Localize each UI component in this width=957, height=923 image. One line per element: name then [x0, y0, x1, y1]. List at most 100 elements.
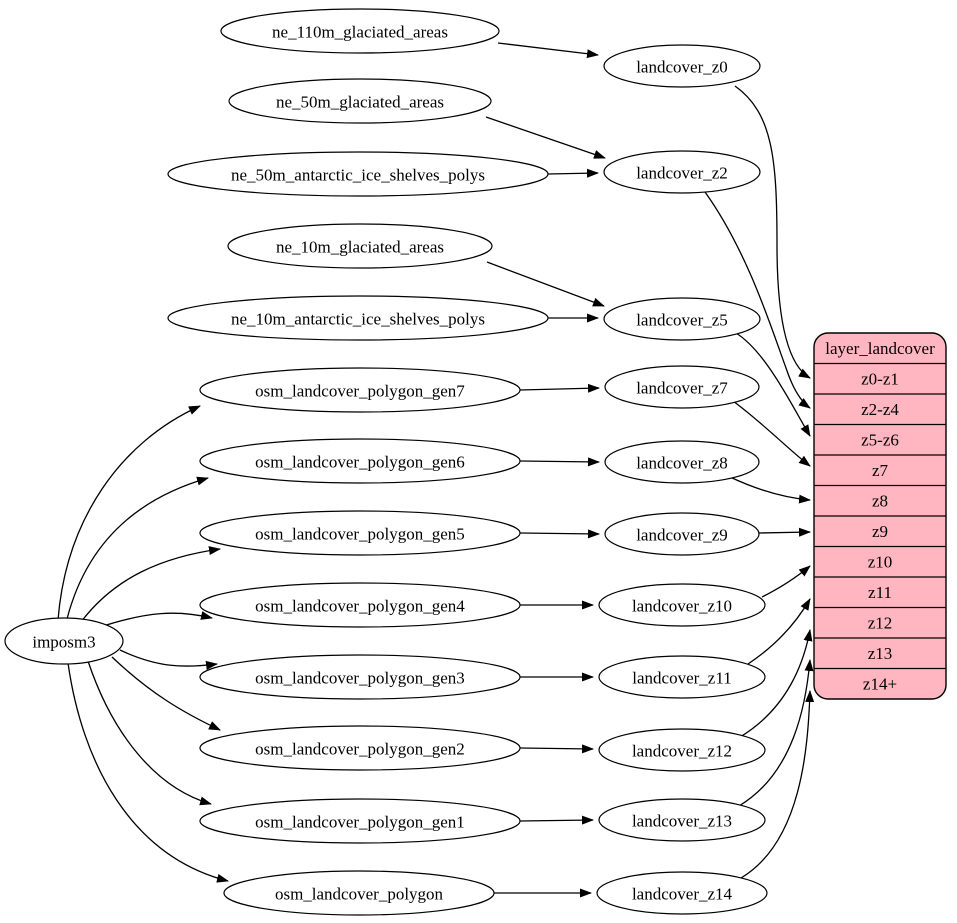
- stage-ellipse: [596, 871, 768, 915]
- stage-label: landcover_z14: [632, 885, 733, 904]
- source-label: osm_landcover_polygon_gen2: [255, 740, 465, 759]
- source-ellipse: [199, 582, 521, 628]
- stage-ellipse: [598, 728, 766, 772]
- node-osm-landcover-polygon-gen1: osm_landcover_polygon_gen1: [199, 798, 521, 844]
- node-imposm3: imposm3: [4, 617, 124, 665]
- stage-label: landcover_z10: [632, 597, 732, 616]
- edge-osm-landcover-polygon-gen2-to-landcover-z12: [519, 744, 594, 754]
- stage-label: landcover_z13: [632, 812, 732, 831]
- source-ellipse: [199, 798, 521, 844]
- source-label: ne_110m_glaciated_areas: [272, 23, 448, 42]
- node-landcover-z13: landcover_z13: [598, 798, 766, 842]
- edge-landcover-z14-to-row-z14plus: [740, 690, 815, 879]
- node-osm-landcover-polygon-gen7: osm_landcover_polygon_gen7: [199, 367, 521, 413]
- node-ne-10m-antarctic-ice-shelves-polys: ne_10m_antarctic_ice_shelves_polys: [167, 295, 549, 341]
- table-row-z0-z1: z0-z1: [861, 370, 899, 389]
- stage-ellipse: [598, 798, 766, 842]
- source-ellipse: [228, 78, 492, 124]
- node-ne-50m-glaciated-areas: ne_50m_glaciated_areas: [228, 78, 492, 124]
- edge-landcover-z7-to-row-z7: [732, 400, 811, 467]
- source-label: osm_landcover_polygon_gen1: [255, 813, 465, 832]
- table-row-z2-z4: z2-z4: [861, 400, 899, 419]
- node-landcover-z11: landcover_z11: [598, 655, 766, 699]
- stage-label: landcover_z9: [636, 526, 728, 545]
- stage-label: landcover_z12: [632, 742, 732, 761]
- stage-label: landcover_z8: [636, 454, 728, 473]
- layer-landcover-table: layer_landcover z0-z1 z2-z4 z5-z6 z7 z8 …: [813, 332, 947, 700]
- stage-ellipse: [603, 44, 761, 88]
- edge-landcover-z2-to-row-z2-z4: [704, 191, 811, 409]
- source-label: ne_50m_antarctic_ice_shelves_polys: [231, 166, 485, 185]
- edge-imposm3-to-gen3: [119, 649, 218, 670]
- source-label: ne_10m_glaciated_areas: [276, 238, 444, 257]
- node-ne-50m-antarctic-ice-shelves-polys: ne_50m_antarctic_ice_shelves_polys: [167, 151, 549, 197]
- node-osm-landcover-polygon-gen5: osm_landcover_polygon_gen5: [199, 510, 521, 556]
- node-landcover-z5: landcover_z5: [603, 297, 761, 341]
- edge-osm-landcover-polygon-gen7-to-landcover-z7: [519, 383, 600, 393]
- source-label: ne_50m_glaciated_areas: [276, 93, 444, 112]
- table-row-z10: z10: [868, 553, 893, 572]
- source-ellipse: [167, 151, 549, 197]
- node-osm-landcover-polygon-gen4: osm_landcover_polygon_gen4: [199, 582, 521, 628]
- imposm3-label: imposm3: [32, 633, 95, 652]
- edge-imposm3-to-gen2: [111, 656, 221, 731]
- source-ellipse: [220, 8, 500, 54]
- node-ne-10m-glaciated-areas: ne_10m_glaciated_areas: [227, 223, 493, 269]
- edge-osm-landcover-polygon-gen1-to-landcover-z13: [519, 815, 594, 825]
- edge-imposm3-to-gen7: [57, 405, 201, 621]
- stage-ellipse: [604, 440, 760, 484]
- node-landcover-z8: landcover_z8: [604, 440, 760, 484]
- table-row-z12: z12: [868, 614, 893, 633]
- edge-landcover-z10-to-row-z10: [761, 565, 811, 598]
- node-ne-110m-glaciated-areas: ne_110m_glaciated_areas: [220, 8, 500, 54]
- edge-imposm3-to-gen5: [80, 546, 221, 623]
- edge-ne-110m-glaciated-areas-to-landcover-z0: [497, 42, 599, 59]
- imposm3-ellipse: [4, 617, 124, 665]
- source-label: osm_landcover_polygon_gen6: [255, 453, 465, 472]
- edge-landcover-z13-to-row-z13: [738, 659, 814, 807]
- edge-imposm3-to-gen1: [87, 660, 212, 806]
- edge-ne-10m-glaciated-areas-to-landcover-z5: [486, 261, 605, 307]
- stage-label: landcover_z0: [636, 58, 728, 77]
- stage-label: landcover_z2: [636, 164, 728, 183]
- edge-imposm3-to-gen6: [66, 476, 209, 620]
- edge-landcover-z5-to-row-z5-z6: [735, 332, 811, 437]
- node-landcover-z0: landcover_z0: [603, 44, 761, 88]
- edge-landcover-z9-to-row-z9: [758, 527, 811, 537]
- table-title: layer_landcover: [825, 339, 935, 358]
- table-row-z14plus: z14+: [863, 675, 897, 694]
- edge-ne-50m-glaciated-areas-to-landcover-z2: [485, 116, 606, 159]
- node-osm-landcover-polygon: osm_landcover_polygon: [223, 870, 495, 916]
- stage-ellipse: [604, 512, 760, 556]
- node-osm-landcover-polygon-gen2: osm_landcover_polygon_gen2: [199, 725, 521, 771]
- source-ellipse: [223, 870, 495, 916]
- node-osm-landcover-polygon-gen6: osm_landcover_polygon_gen6: [199, 438, 521, 484]
- stage-ellipse: [598, 583, 766, 627]
- edge-osm-landcover-polygon-gen5-to-landcover-z9: [519, 529, 600, 539]
- stage-ellipse: [604, 365, 760, 409]
- edge-landcover-z11-to-row-z11: [747, 598, 811, 665]
- table-row-z9: z9: [872, 522, 888, 541]
- node-landcover-z7: landcover_z7: [604, 365, 760, 409]
- source-ellipse: [227, 223, 493, 269]
- source-label: ne_10m_antarctic_ice_shelves_polys: [231, 310, 485, 329]
- source-ellipse: [167, 295, 549, 341]
- source-label: osm_landcover_polygon_gen5: [255, 525, 465, 544]
- edge-imposm3-to-osm-landcover-polygon: [67, 662, 229, 883]
- node-landcover-z9: landcover_z9: [604, 512, 760, 556]
- source-label: osm_landcover_polygon_gen7: [255, 382, 465, 401]
- node-landcover-z10: landcover_z10: [598, 583, 766, 627]
- edge-ne-50m-antarctic-ice-shelves-polys-to-landcover-z2: [547, 168, 599, 178]
- table-row-z13: z13: [868, 644, 893, 663]
- source-ellipse: [199, 367, 521, 413]
- source-ellipse: [199, 725, 521, 771]
- stage-label: landcover_z7: [636, 379, 728, 398]
- table-row-z5-z6: z5-z6: [861, 431, 899, 450]
- source-label: osm_landcover_polygon_gen4: [255, 597, 465, 616]
- edge-imposm3-to-gen4: [96, 611, 213, 629]
- node-landcover-z2: landcover_z2: [603, 150, 761, 194]
- node-landcover-z14: landcover_z14: [596, 871, 768, 915]
- stage-label: landcover_z11: [632, 669, 731, 688]
- source-ellipse: [199, 654, 521, 700]
